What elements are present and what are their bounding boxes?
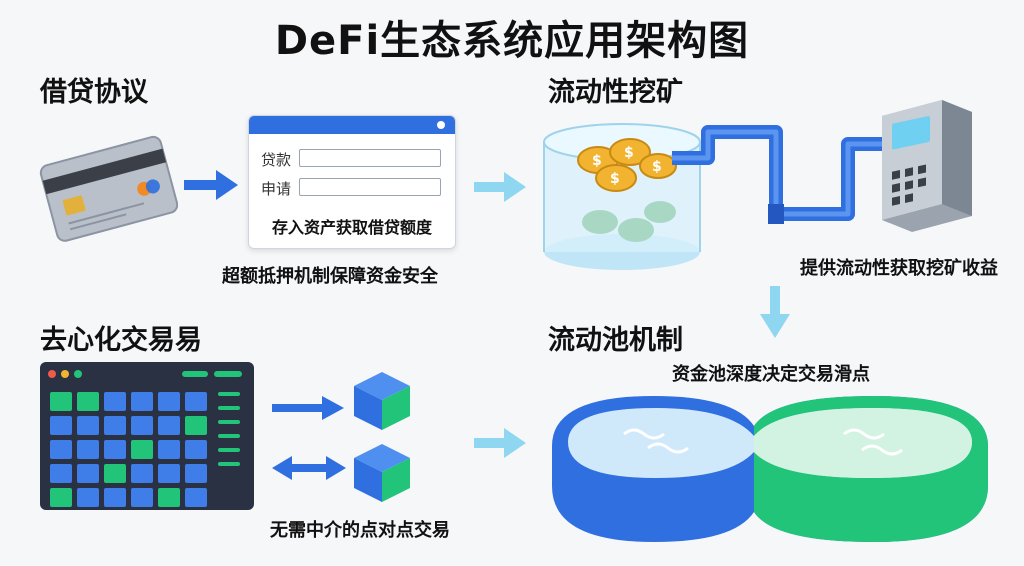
dex-caption: 无需中介的点对点交易 (270, 520, 450, 541)
arrow-right-light-icon (474, 428, 526, 458)
apply-input[interactable] (299, 178, 441, 196)
page-title: DeFi生态系统应用架构图 (274, 18, 750, 64)
arrow-right-icon (184, 170, 238, 200)
liquidity-pool-icon (552, 396, 988, 542)
form-dot-icon (437, 121, 445, 129)
loan-application-form: 贷款 申请 存入资产获取借贷额度 (248, 115, 456, 249)
svg-text:$: $ (592, 153, 602, 169)
pool-caption: 资金池深度决定交易滑点 (672, 364, 870, 385)
token-cube-icon (354, 372, 410, 430)
svg-text:$: $ (624, 145, 634, 161)
arrow-down-light-icon (760, 286, 790, 338)
form-header-bar (249, 116, 455, 134)
token-cube-icon (354, 444, 410, 502)
arrow-bidirectional-icon (272, 456, 346, 480)
pool-title: 流动池机制 (548, 325, 683, 356)
svg-text:$: $ (610, 171, 620, 187)
pipe-connector-icon (672, 125, 886, 224)
server-machine-icon (882, 100, 972, 232)
arrow-right-light-icon (474, 172, 526, 202)
coin-pool-icon: $ $ $ $ (543, 123, 701, 270)
dex-title: 去心化交易易 (40, 325, 202, 356)
lending-title: 借贷协议 (40, 77, 148, 108)
svg-text:$: $ (652, 159, 662, 175)
arrow-right-icon (272, 396, 344, 420)
mining-title: 流动性挖矿 (548, 77, 683, 108)
apply-label: 申请 (261, 180, 292, 198)
lending-caption: 超额抵押机制保障资金安全 (222, 266, 438, 287)
form-note: 存入资产获取借贷额度 (271, 218, 432, 237)
trading-panel-icon (40, 362, 254, 510)
mining-caption: 提供流动性获取挖矿收益 (800, 258, 998, 279)
credit-card-icon (39, 135, 178, 242)
loan-input[interactable] (299, 149, 441, 167)
loan-label: 贷款 (261, 151, 292, 169)
